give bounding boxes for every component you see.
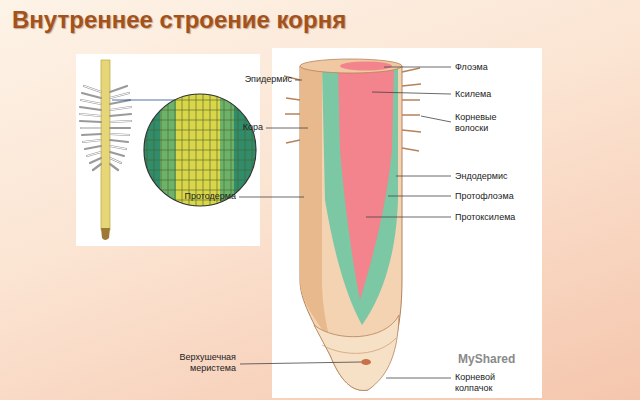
magnified-tissue [140, 90, 260, 210]
root-tip [101, 228, 110, 240]
part-label: Верхушечная меристема [170, 352, 236, 374]
part-label: Корневые волоски [455, 112, 515, 134]
leader-line [366, 217, 451, 218]
apical-meristem [361, 359, 371, 365]
leader-line [266, 128, 308, 129]
lens-outline [144, 94, 256, 206]
stele-top [340, 62, 392, 71]
part-label: Флоэма [455, 62, 488, 73]
watermark: MyShared [458, 352, 515, 366]
leader-lines [239, 67, 451, 378]
part-label: Кора [243, 122, 263, 133]
stele [338, 66, 394, 300]
part-label: Протоксилема [455, 212, 515, 223]
tissue-outer [140, 90, 260, 210]
part-label: Ксилема [455, 89, 491, 100]
diagram-panel [272, 48, 542, 398]
slide-title: Внутреннее строение корня [12, 6, 346, 34]
zoom-line [112, 100, 178, 101]
inset-panel [76, 54, 260, 246]
leader-line [372, 92, 451, 94]
root-body [300, 66, 402, 390]
leader-line [396, 176, 451, 177]
leader-line [386, 378, 451, 379]
leader-line [239, 197, 304, 198]
leader-line [421, 116, 451, 122]
leader-line [388, 196, 451, 197]
part-label: Эпидермис [245, 74, 292, 85]
leader-line [240, 362, 361, 364]
endodermis-zone [322, 66, 398, 325]
part-label: Корневой колпачок [455, 372, 515, 394]
cap-layer [322, 338, 396, 353]
part-label: Протодерма [184, 191, 236, 202]
root-shaft [101, 60, 110, 230]
part-label: Протофлоэма [455, 191, 514, 202]
leader-line [295, 80, 302, 81]
cell-grid [140, 90, 260, 210]
root-cap [314, 315, 399, 390]
root-hairs-highlight [80, 86, 131, 163]
root-top [300, 59, 402, 73]
part-label: Эндодермис [455, 171, 507, 182]
root-hairs [80, 86, 131, 170]
leader-line [384, 67, 451, 68]
